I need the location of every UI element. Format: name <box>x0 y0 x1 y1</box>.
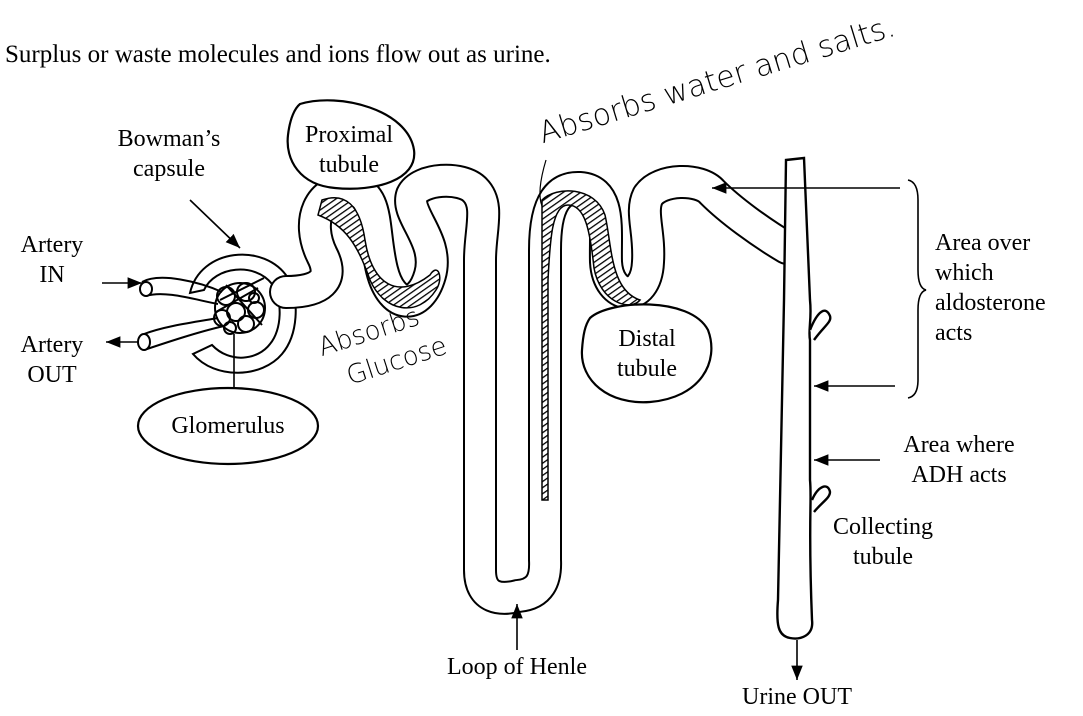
urine-out-label: Urine OUT <box>722 682 872 712</box>
loop-of-henle-label: Loop of Henle <box>412 652 622 682</box>
bowmans-pointer <box>190 200 240 248</box>
glomerulus-label: Glomerulus <box>148 411 308 441</box>
aldosterone-brace <box>908 180 926 398</box>
caption: Surplus or waste molecules and ions flow… <box>5 40 551 70</box>
